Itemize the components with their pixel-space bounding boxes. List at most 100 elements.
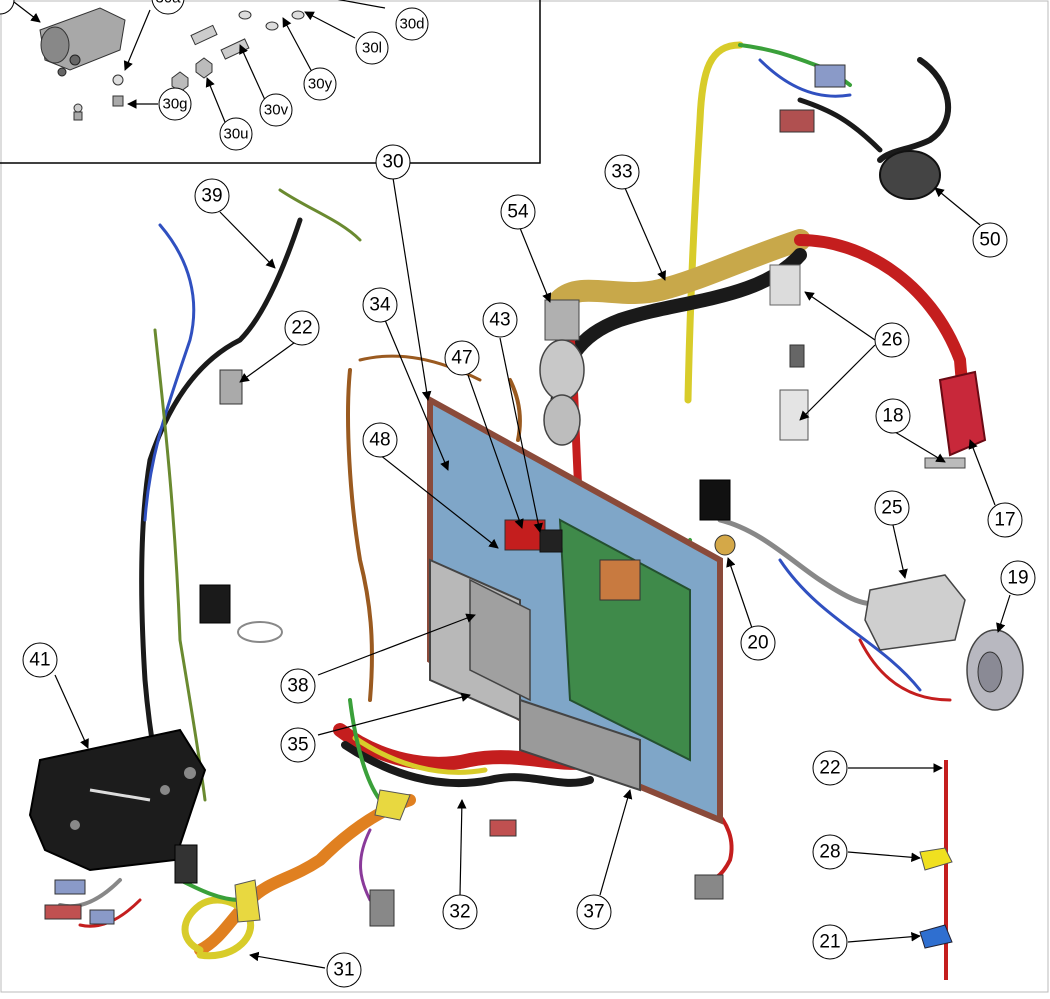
cable-red-to-17	[794, 234, 971, 426]
callout-18: 18	[875, 398, 911, 434]
svg-text:41: 41	[29, 650, 50, 671]
battery-terminal	[699, 479, 731, 521]
svg-text:17: 17	[994, 510, 1015, 531]
svg-text:35: 35	[287, 735, 308, 756]
callout-25: 25	[874, 490, 910, 526]
solenoid-part	[39, 7, 126, 77]
callout-47: 47	[444, 340, 480, 376]
callout-28: 28	[812, 834, 848, 870]
bracket-26	[779, 389, 809, 441]
svg-text:50: 50	[979, 230, 1000, 251]
ring-lug-18	[924, 457, 966, 469]
callout-34: 34	[362, 287, 398, 323]
inset-detail	[0, 0, 541, 164]
callout-54: 54	[500, 194, 536, 230]
callout-31: 31	[326, 952, 362, 988]
svg-text:39: 39	[201, 186, 222, 207]
svg-text:21: 21	[819, 932, 840, 953]
wire-black-39	[139, 217, 303, 833]
callout-30y: 30y	[303, 67, 337, 101]
callout-41: 41	[22, 642, 58, 678]
svg-text:30g: 30g	[162, 96, 187, 113]
fuse-holder-54	[544, 299, 580, 341]
callout-30a: 30a	[151, 0, 185, 15]
svg-text:30a: 30a	[155, 0, 181, 7]
fuse-blue-21	[919, 924, 953, 949]
relay-43	[539, 529, 563, 553]
wire-black-to-50	[877, 57, 951, 163]
fuse-yellow-28	[919, 847, 953, 871]
callout-35: 35	[280, 727, 316, 763]
callout-37: 37	[576, 894, 612, 930]
callout-38: 38	[280, 668, 316, 704]
connector-gray-bottom	[369, 889, 395, 927]
svg-text:47: 47	[451, 348, 472, 369]
callout-33: 33	[604, 154, 640, 190]
inset-border	[0, 0, 541, 164]
svg-text:22: 22	[819, 758, 840, 779]
svg-text:37: 37	[583, 902, 604, 923]
svg-text:34: 34	[369, 295, 391, 316]
svg-text:30l: 30l	[362, 40, 382, 57]
svg-text:48: 48	[369, 430, 390, 451]
callout-26: 26	[874, 322, 910, 358]
wire-brown-34	[346, 368, 374, 702]
wire-yellow-vertical	[684, 41, 744, 404]
callout-22-left: 22	[284, 310, 320, 346]
components	[28, 64, 1024, 980]
svg-text:30u: 30u	[223, 126, 248, 143]
callout-cut-off	[0, 0, 15, 15]
control-panel	[427, 394, 736, 825]
callout-39: 39	[194, 178, 230, 214]
svg-text:22: 22	[291, 318, 312, 339]
fuse-block	[599, 559, 641, 601]
svg-text:30v: 30v	[264, 102, 289, 119]
callout-17: 17	[987, 502, 1023, 538]
callout-30d: 30d	[395, 7, 429, 41]
callout-20: 20	[740, 625, 776, 661]
callout-30: 30	[375, 144, 411, 180]
svg-text:32: 32	[449, 902, 470, 923]
key-switch-50	[879, 150, 941, 200]
horn-relay-25	[864, 574, 966, 651]
svg-text:20: 20	[747, 633, 768, 654]
svg-text:30y: 30y	[308, 76, 333, 93]
callout-50: 50	[972, 222, 1008, 258]
callout-30v: 30v	[259, 93, 293, 127]
callout-43: 43	[482, 302, 518, 338]
callout-21: 21	[812, 924, 848, 960]
leader-lines	[13, 0, 1011, 969]
cable-33-tan	[549, 229, 811, 311]
relay-left	[199, 584, 231, 624]
red-terminal-boot-17	[938, 370, 987, 457]
svg-text:18: 18	[882, 406, 903, 427]
svg-text:19: 19	[1007, 568, 1028, 589]
callout-48: 48	[362, 422, 398, 458]
svg-text:26: 26	[881, 330, 902, 351]
bolt-parts	[73, 10, 305, 121]
svg-text:43: 43	[489, 310, 510, 331]
svg-text:30d: 30d	[399, 16, 424, 33]
cable-31-orange	[194, 794, 416, 956]
svg-text:38: 38	[287, 676, 308, 697]
callout-19: 19	[1000, 560, 1036, 596]
bracket-41	[28, 728, 207, 872]
svg-text:25: 25	[881, 498, 902, 519]
svg-text:30: 30	[382, 152, 403, 173]
callout-30u: 30u	[219, 117, 253, 151]
callout-30g: 30g	[158, 87, 192, 121]
svg-text:28: 28	[819, 842, 840, 863]
svg-text:31: 31	[333, 960, 354, 981]
svg-text:33: 33	[611, 162, 632, 183]
connector-22	[219, 369, 243, 405]
callouts: 30 39 33 54 50 34 43 22 26 47 48 18 25 1…	[22, 144, 1036, 988]
ring-terminal-20	[714, 534, 736, 556]
callout-32: 32	[442, 894, 478, 930]
callout-22-right: 22	[812, 750, 848, 786]
connector-block-37	[519, 698, 641, 792]
circuit-board	[558, 518, 691, 762]
relay-47	[504, 519, 546, 551]
inset-callouts: 30a 30d 30l 30g 30y 30v 30u	[151, 0, 429, 151]
